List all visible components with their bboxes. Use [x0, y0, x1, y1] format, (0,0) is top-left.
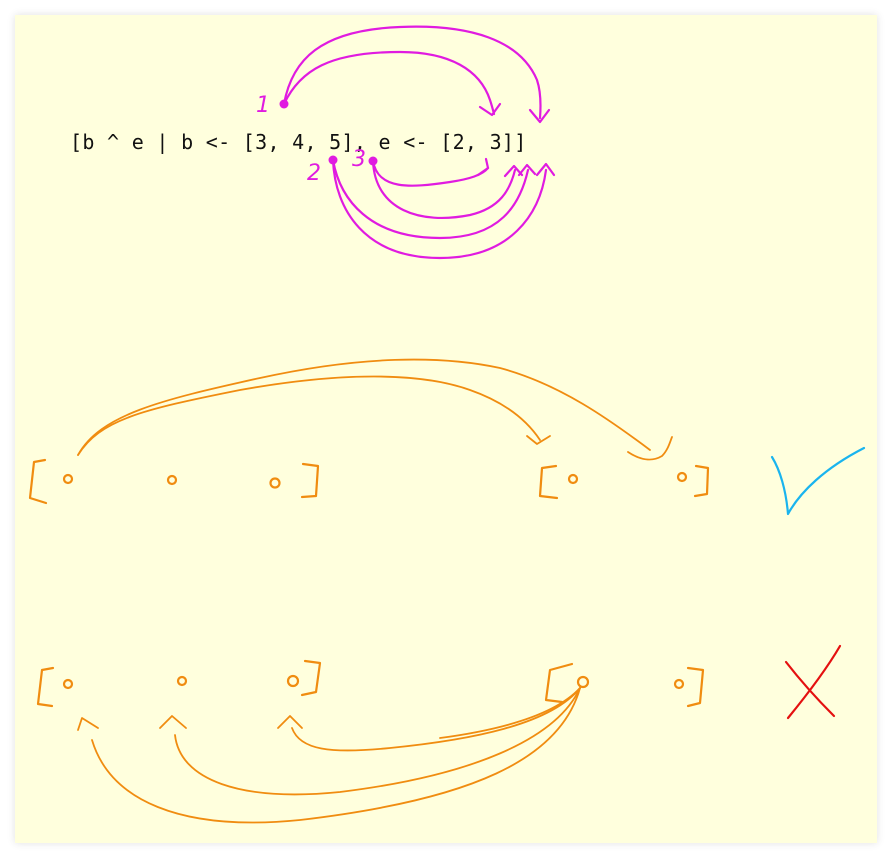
bottom-right-open-bracket	[544, 662, 574, 704]
bottom-right-close-bracket	[686, 666, 705, 708]
magenta-order-annotations: 1 2 3	[256, 25, 556, 260]
arrowhead-bottom-2	[159, 715, 187, 729]
arc-b-to-e-list-inner	[282, 50, 496, 116]
arc-back-to-left-3	[291, 687, 581, 752]
arc-left-to-right-inner	[77, 375, 541, 456]
arrowhead-bottom-1	[77, 717, 99, 731]
arc-from-3-inner	[371, 159, 490, 187]
arrowhead-top-mid	[526, 435, 551, 445]
bottom-left-open-bracket	[36, 666, 55, 708]
right-list-element-1	[567, 473, 579, 485]
correct-iteration-diagram	[28, 358, 710, 505]
order-label-3: 3	[352, 147, 366, 172]
arc-b-to-e-list-outer	[282, 25, 542, 120]
order-label-1: 1	[256, 93, 270, 118]
arrowhead-inner-top	[478, 102, 502, 117]
right-list-open-bracket	[538, 464, 559, 500]
arrowhead-low-4	[476, 157, 490, 177]
list-comprehension-code: [b ^ e | b <- [3, 4, 5], e <- [2, 3]]	[70, 130, 527, 154]
bottom-left-element-3	[286, 674, 300, 688]
arrowhead-low-3	[503, 164, 524, 178]
arrowhead-top-right	[627, 436, 673, 461]
bottom-left-element-1	[62, 678, 74, 690]
whiteboard-canvas	[15, 15, 877, 843]
check-mark-icon	[770, 446, 866, 516]
left-list-element-3	[269, 477, 281, 489]
arc-from-3-outer	[371, 159, 517, 219]
wrong-iteration-diagram	[36, 659, 705, 824]
arrowhead-low-2	[517, 163, 537, 177]
cross-mark-icon	[784, 644, 842, 720]
bottom-left-element-2	[176, 675, 188, 687]
left-list-element-1	[62, 473, 74, 485]
arc-back-to-left-3b	[439, 687, 581, 739]
arc-back-to-left-2	[174, 687, 581, 796]
left-list-open-bracket	[28, 458, 48, 505]
left-list-element-2	[166, 474, 178, 486]
bottom-right-element-2	[673, 678, 685, 690]
arrowhead-low-1	[535, 162, 556, 177]
bottom-right-element-1	[576, 675, 590, 689]
arc-from-2-outer	[331, 158, 548, 260]
right-list-close-bracket	[693, 464, 710, 498]
order-label-2: 2	[307, 161, 321, 186]
arc-left-to-right-outer	[77, 358, 651, 456]
left-list-close-bracket	[300, 462, 320, 499]
arc-back-to-left-1	[91, 687, 581, 824]
bottom-left-close-bracket	[300, 659, 322, 697]
arrowhead-outer-top	[528, 108, 551, 124]
right-list-element-2	[676, 471, 688, 483]
arc-from-2-inner	[331, 158, 530, 240]
arrowhead-bottom-3	[277, 715, 303, 729]
